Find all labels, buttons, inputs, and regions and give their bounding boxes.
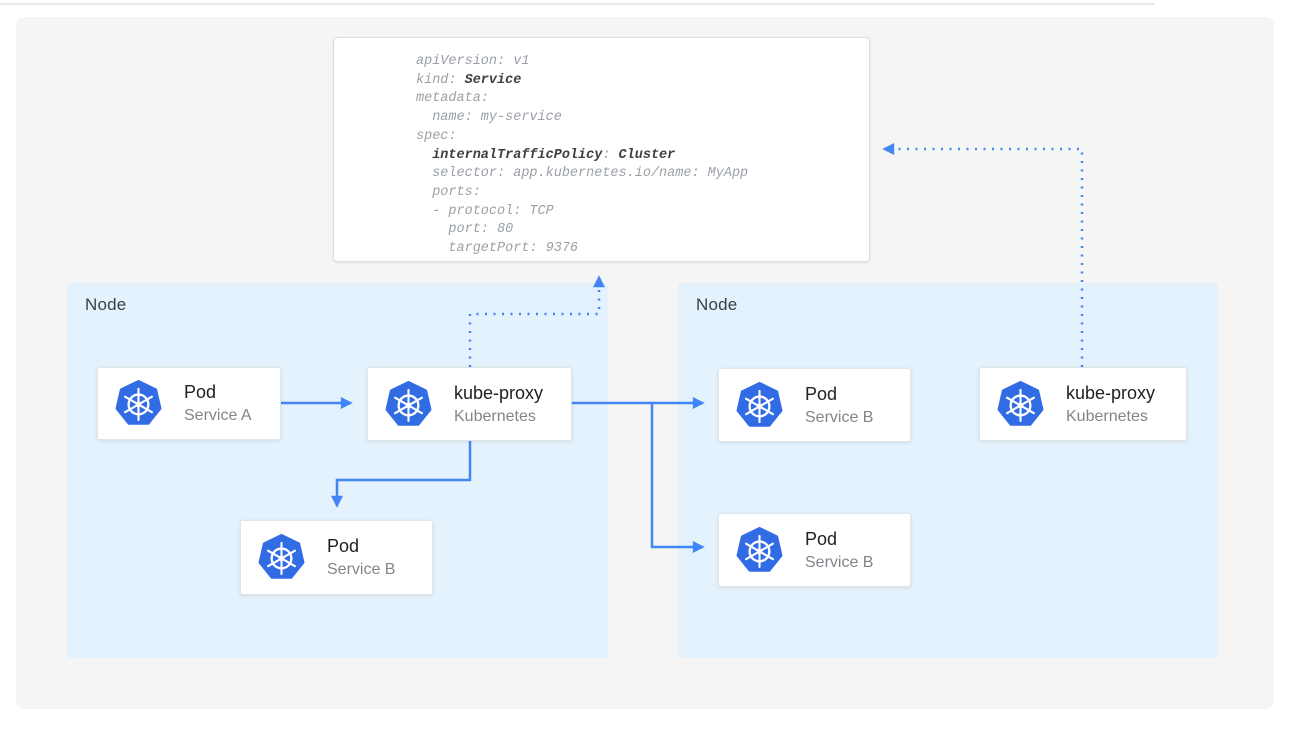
yaml-line: ports: [416,184,481,200]
kubernetes-logo-icon [115,380,162,427]
yaml-line: selector: app.kubernetes.io/name: MyApp [416,166,749,182]
node-box-left: Node [67,283,608,658]
node-box-right: Node [678,283,1218,658]
card-subtitle: Service B [327,561,396,578]
card-pod-service-a: Pod Service A [97,367,281,440]
yaml-line: spec: [416,128,457,144]
kubernetes-logo-icon [258,534,305,581]
node-label: Node [696,295,738,314]
yaml-line: port: 80 [416,222,514,238]
node-label: Node [85,295,127,314]
card-pod-service-b-left: Pod Service B [240,520,433,595]
yaml-line: name: my-service [416,110,562,126]
yaml-service-card: apiVersion: v1 kind: Service metadata: nam… [333,37,870,262]
card-title: Pod [805,383,838,404]
card-title: Pod [184,382,217,402]
yaml-line: kind: Service [416,72,522,88]
kubernetes-logo-icon [736,382,783,429]
card-pod-service-b-right-bottom: Pod Service B [718,513,911,587]
card-title: Pod [327,536,360,556]
yaml-line: targetPort: 9376 [416,241,579,257]
yaml-code: apiVersion: v1 kind: Service metadata: nam… [416,53,869,259]
card-subtitle: Service B [805,408,874,426]
top-divider [0,3,1155,5]
card-pod-service-b-right-top: Pod Service B [718,368,911,442]
card-title: Pod [805,528,838,549]
card-title: kube-proxy [1066,382,1156,403]
card-subtitle: Kubernetes [454,407,536,425]
kubernetes-logo-icon [997,381,1044,428]
kubernetes-logo-icon [736,527,783,574]
yaml-line: - protocol: TCP [416,203,554,219]
kubernetes-logo-icon [385,381,432,428]
card-kube-proxy-right: kube-proxy Kubernetes [979,367,1187,441]
card-subtitle: Service B [805,553,874,571]
yaml-line: metadata: [416,91,489,107]
card-subtitle: Service A [184,407,252,424]
yaml-line: apiVersion: v1 [416,54,530,69]
card-subtitle: Kubernetes [1066,407,1148,425]
card-title: kube-proxy [454,382,544,403]
yaml-line: internalTrafficPolicy: Cluster [432,147,676,163]
card-kube-proxy-left: kube-proxy Kubernetes [367,367,572,441]
